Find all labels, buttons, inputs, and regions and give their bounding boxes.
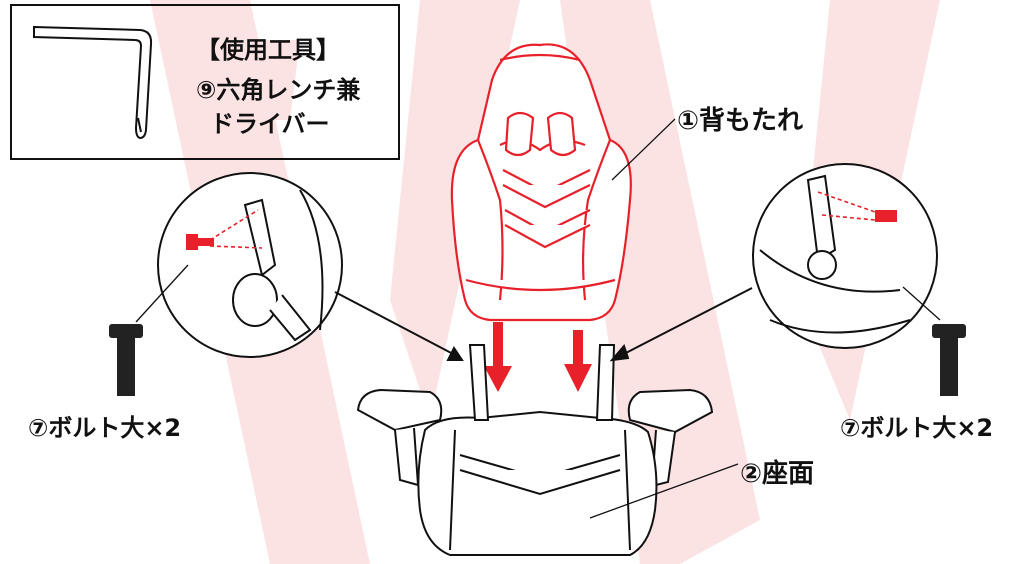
pointer-arrows: [334, 287, 753, 362]
bolt-label-right: ⑦ボルト大×2: [840, 414, 994, 442]
down-arrow-icon: [484, 322, 592, 392]
hex-wrench-icon: [33, 25, 153, 140]
left-detail-circle: [157, 172, 343, 358]
seat-illustration: [356, 344, 714, 556]
right-detail-circle: [752, 163, 938, 349]
bolt-icon: [109, 324, 966, 396]
backrest-label: ①背もたれ: [677, 106, 804, 136]
leader-lines: [135, 118, 941, 519]
tool-name-line2: ドライバー: [210, 110, 330, 138]
bolt-label-left: ⑦ボルト大×2: [28, 414, 182, 442]
tools-heading: 【使用工具】: [196, 36, 340, 64]
tools-box: [10, 4, 400, 160]
seat-label: ②座面: [740, 459, 815, 489]
tool-name-line1: ⑨六角レンチ兼: [196, 76, 361, 104]
backrest-illustration: [450, 43, 632, 322]
